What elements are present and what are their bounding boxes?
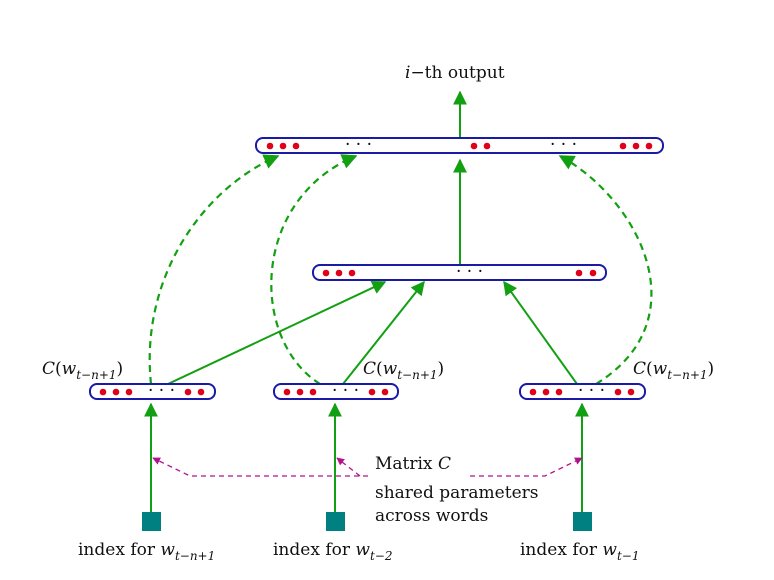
neuron [125, 388, 133, 396]
embedding-1: · · · [89, 381, 216, 401]
shared-note-line1: shared parameters [375, 483, 538, 503]
neuron [184, 388, 192, 396]
neuron [266, 142, 274, 150]
hidden-layer: · · · [312, 262, 607, 282]
neuron [381, 388, 389, 396]
neuron [112, 388, 120, 396]
neuron [197, 388, 205, 396]
embedding-ellipsis: · · · [332, 381, 359, 401]
embedding-label-1: C(wt−n+1) [42, 359, 123, 382]
embedding3-to-hidden-arrow [503, 280, 578, 385]
output-ellipsis-right: · · · [550, 135, 577, 155]
neuron [555, 388, 563, 396]
shared-matrix-links [152, 457, 583, 477]
shared-note-line2: across words [375, 506, 488, 526]
embedding-label-3: C(wt−n+1) [633, 359, 714, 382]
index-label-3: index for wt−1 [520, 540, 639, 563]
neuron [483, 142, 491, 150]
index-square-2 [326, 512, 345, 531]
neuron [99, 388, 107, 396]
embedding-3: · · · [519, 381, 646, 401]
hidden-layer-box [312, 264, 607, 281]
hidden-neurons [322, 269, 597, 277]
neuron [619, 142, 627, 150]
embedding-box [519, 383, 646, 400]
embedding-ellipsis: · · · [578, 381, 605, 401]
output-label: i−th output [405, 63, 505, 83]
neuron [589, 269, 597, 277]
output-ellipsis-left: · · · [345, 135, 372, 155]
neuron [645, 142, 653, 150]
embedding-ellipsis: · · · [148, 381, 175, 401]
matrix-label: Matrix C [375, 454, 451, 474]
neuron [614, 388, 622, 396]
index-label-1: index for wt−n+1 [78, 540, 215, 563]
neuron [279, 142, 287, 150]
neuron [335, 269, 343, 277]
neuron [296, 388, 304, 396]
index-square-1 [142, 512, 161, 531]
embedding-box [273, 383, 399, 400]
neuron [348, 269, 356, 277]
hidden-ellipsis: · · · [456, 262, 483, 282]
matrix-to-embedding3-arrow [470, 457, 583, 477]
output-layer-box [255, 137, 664, 154]
neuron [575, 269, 583, 277]
embedding-2: · · · [273, 381, 399, 401]
embedding2-to-hidden-arrow [342, 280, 425, 385]
neuron [292, 142, 300, 150]
neuron [368, 388, 376, 396]
neuron [542, 388, 550, 396]
index-square-3 [573, 512, 592, 531]
matrix-to-embedding2-arrow [336, 457, 361, 477]
neuron [470, 142, 478, 150]
embedding-label-2: C(wt−n+1) [363, 359, 444, 382]
neuron [322, 269, 330, 277]
index-label-2: index for wt−2 [273, 540, 392, 563]
neuron [529, 388, 537, 396]
neuron [309, 388, 317, 396]
embedding1-to-hidden-arrow [167, 281, 387, 385]
neuron [283, 388, 291, 396]
embedding3-direct-arrow [558, 155, 653, 385]
output-layer: · · · · · · [255, 135, 664, 155]
embedding-box [89, 383, 216, 400]
neuron [632, 142, 640, 150]
neuron [627, 388, 635, 396]
embedding1-direct-arrow [148, 154, 280, 385]
output-neurons [266, 142, 653, 150]
